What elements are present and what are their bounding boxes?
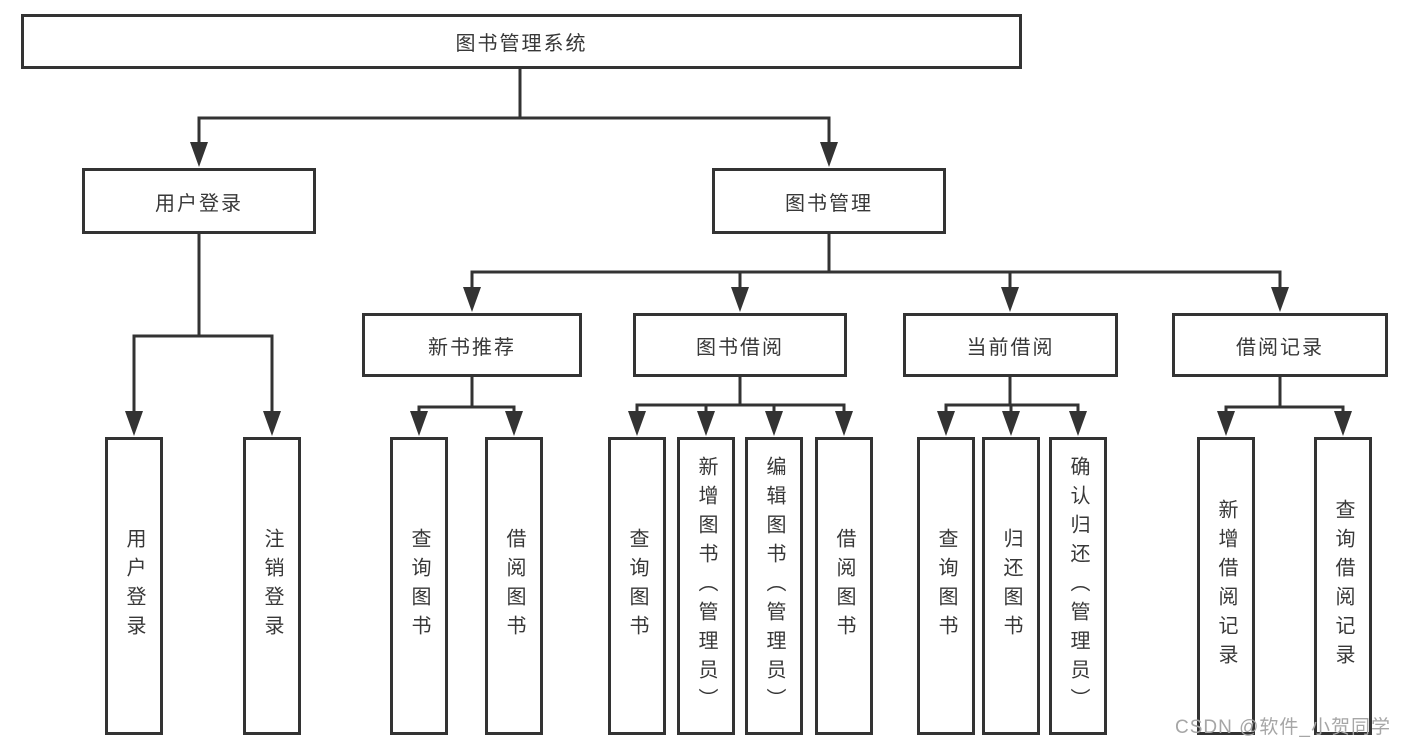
node-book-management: 图书管理 bbox=[712, 168, 946, 234]
node-edit-book-admin-label: 编辑图书（管理员） bbox=[763, 455, 785, 717]
node-book-management-label: 图书管理 bbox=[785, 192, 873, 215]
node-root-label: 图书管理系统 bbox=[455, 33, 588, 55]
node-current-borrowing-label: 当前借阅 bbox=[966, 336, 1055, 359]
node-borrow-books-borrowing: 借阅图书 bbox=[815, 437, 873, 735]
node-return-book: 归还图书 bbox=[982, 437, 1040, 735]
node-book-borrowing: 图书借阅 bbox=[633, 313, 847, 377]
node-borrow-books-borrowing-label: 借阅图书 bbox=[833, 528, 855, 644]
node-logout-leaf-label: 注销登录 bbox=[261, 528, 283, 644]
node-login-leaf-label: 用户登录 bbox=[123, 528, 145, 644]
node-user-login: 用户登录 bbox=[82, 168, 316, 234]
node-query-borrow-record-label: 查询借阅记录 bbox=[1332, 499, 1354, 673]
node-borrow-books-recommend-label: 借阅图书 bbox=[503, 528, 525, 644]
node-return-book-label: 归还图书 bbox=[1000, 528, 1022, 644]
node-query-books-current: 查询图书 bbox=[917, 437, 975, 735]
arrowheads bbox=[125, 142, 1352, 436]
node-add-book-admin: 新增图书（管理员） bbox=[677, 437, 735, 735]
node-confirm-return-admin-label: 确认归还（管理员） bbox=[1067, 455, 1089, 717]
connector-paths bbox=[132, 69, 1345, 414]
node-login-leaf: 用户登录 bbox=[105, 437, 163, 735]
node-add-borrow-record: 新增借阅记录 bbox=[1197, 437, 1255, 735]
node-confirm-return-admin: 确认归还（管理员） bbox=[1049, 437, 1107, 735]
node-edit-book-admin: 编辑图书（管理员） bbox=[745, 437, 803, 735]
node-new-book-recommend-label: 新书推荐 bbox=[428, 336, 516, 359]
node-user-login-label: 用户登录 bbox=[155, 192, 243, 215]
csdn-watermark: CSDN @软件_小贺同学 bbox=[1175, 717, 1391, 738]
node-query-books-borrowing-label: 查询图书 bbox=[626, 528, 648, 644]
node-logout-leaf: 注销登录 bbox=[243, 437, 301, 735]
node-add-book-admin-label: 新增图书（管理员） bbox=[695, 455, 717, 717]
node-root: 图书管理系统 bbox=[21, 14, 1022, 69]
node-query-borrow-record: 查询借阅记录 bbox=[1314, 437, 1372, 735]
node-add-borrow-record-label: 新增借阅记录 bbox=[1215, 499, 1237, 673]
node-new-book-recommend: 新书推荐 bbox=[362, 313, 582, 377]
node-query-books-recommend: 查询图书 bbox=[390, 437, 448, 735]
node-query-books-current-label: 查询图书 bbox=[935, 528, 957, 644]
node-query-books-recommend-label: 查询图书 bbox=[408, 528, 430, 644]
node-borrow-books-recommend: 借阅图书 bbox=[485, 437, 543, 735]
node-current-borrowing: 当前借阅 bbox=[903, 313, 1118, 377]
node-query-books-borrowing: 查询图书 bbox=[608, 437, 666, 735]
node-book-borrowing-label: 图书借阅 bbox=[696, 336, 784, 359]
node-borrowing-records: 借阅记录 bbox=[1172, 313, 1388, 377]
node-borrowing-records-label: 借阅记录 bbox=[1236, 336, 1324, 359]
